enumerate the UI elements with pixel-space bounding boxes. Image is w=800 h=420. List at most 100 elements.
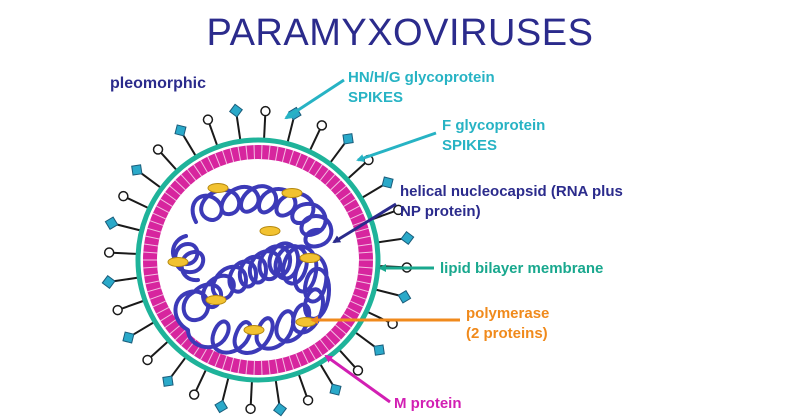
m-protein-tick [288,355,295,370]
m-protein-tick [193,164,202,177]
glycoprotein-spikes [101,103,415,417]
nucleocapsid-arrow [332,202,397,244]
spike-stem [194,369,207,393]
m-protein-tick [145,235,160,240]
label-hn-line2: SPIKES [348,89,404,106]
label-pol-line1: polymerase [466,305,550,322]
polymerase-blob [207,183,229,193]
label-lipid-membrane: lipid bilayer membrane [440,260,604,277]
polymerase-blob [167,257,189,267]
m-protein-tick [314,343,323,356]
m-protein-tick [275,146,279,161]
hn-spike-head [162,375,174,387]
m-protein-tick [319,169,330,181]
m-protein-tick [339,192,352,202]
m-protein-tick [352,294,367,300]
m-protein-tick [343,198,356,207]
f-spike-head [142,354,153,366]
m-protein-tick [174,179,186,191]
m-protein-tick [207,156,215,170]
m-protein-tick [308,160,316,173]
spike-stem [319,364,334,386]
hn-spike-head [397,289,412,304]
label-f-line2: SPIKES [442,137,498,154]
helical-nucleocapsid [173,241,332,355]
f-spike-head [202,114,214,125]
hn-spike-head [373,344,385,356]
m-protein-tick [144,243,159,247]
spike-stem [339,349,357,369]
diagram-title: PARAMYXOVIRUSES [206,12,594,54]
hn-spike-head [381,176,394,189]
m-protein-tick [325,174,336,186]
m-protein-tick [156,306,170,315]
spike-stem [263,114,267,139]
m-protein-tick [200,347,208,360]
m-protein-tick [221,355,228,370]
m-protein-tick [160,198,173,207]
m-protein-tick [354,227,369,233]
spike-stem [298,374,309,398]
spike-stem [159,151,177,171]
m-protein-tick [147,287,162,293]
m-protein-tick [281,148,287,163]
m-protein-tick [330,179,342,191]
label-hn-spikes: HN/H/G glycoprotein SPIKES [348,68,495,108]
m-protein-tick [350,212,364,220]
hn-spike-head [342,133,354,145]
f-spike-head [112,304,123,316]
m-protein-tick [301,156,309,170]
hn-spike-head [122,331,135,344]
f-spike-head [302,395,314,406]
lipid-bilayer-membrane [135,137,381,383]
m-protein-tick [229,357,235,372]
hn-spike-head [273,402,288,417]
f-spike-head [316,120,328,131]
m-protein-ticks [143,145,373,375]
m-protein-tick [237,359,241,374]
spike-stem [235,115,242,140]
m-protein-tick [275,359,279,374]
spike-stem [329,142,346,163]
f-spike-head [118,190,129,202]
hn-spike-head [329,383,342,396]
spike-stem [125,196,149,209]
spike-stem [355,331,376,348]
m-protein-tick [164,318,177,328]
label-nucleocapsid: helical nucleocapsid (RNA plus NP protei… [400,182,623,222]
m-protein-tick [357,273,372,277]
m-protein-tick [358,266,373,269]
label-pleomorphic: pleomorphic [110,75,207,92]
spike-stem [347,161,367,179]
m-protein-tick [147,227,162,233]
label-nc-line2: NP protein) [400,203,481,220]
hn-spike-head [131,164,143,176]
label-nc-line1: helical nucleocapsid (RNA plus [400,183,623,200]
m-protein-tick [214,153,221,167]
label-pol-line2: (2 proteins) [466,325,548,342]
m-protein-tick [308,347,316,360]
hn-spike-head [214,399,229,414]
label-hn-line1: HN/H/G glycoprotein [348,69,495,86]
m-protein-tick [207,350,215,364]
hn-spike-head [400,230,415,245]
spike-stem [140,172,161,189]
m-protein-tick [174,329,186,341]
m-protein-tick [149,294,164,300]
m-protein-tick [229,148,235,163]
hn-spike-head [174,124,187,137]
m-protein-tick [214,353,221,367]
m-protein-tick [335,324,347,335]
label-m-protein: M protein [394,395,462,412]
f-spike-head [260,105,271,117]
m-protein-tick [237,146,241,161]
hn-spike-head [101,275,116,290]
spike-stem [249,381,253,406]
m-protein-tick [352,220,367,226]
m-protein-tick [281,357,287,372]
spike-stem [116,223,140,232]
m-protein-tick [346,205,360,214]
m-protein-tick [149,220,164,226]
m-protein-arrow [324,354,391,404]
